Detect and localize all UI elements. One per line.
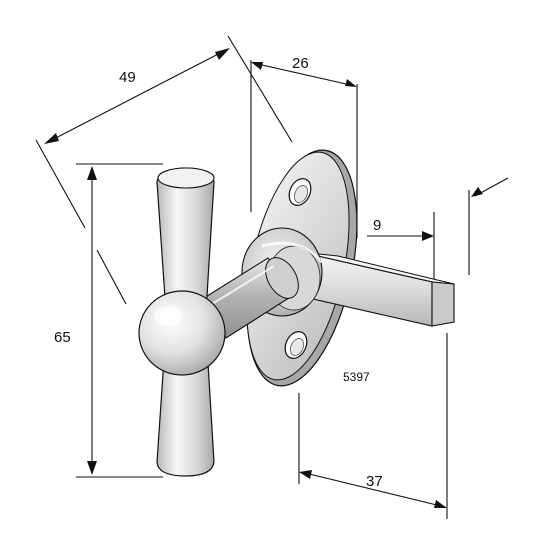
dim-line-37: [300, 471, 446, 508]
dimension-lines: [35, 35, 509, 519]
part-number-label: 5397: [343, 370, 370, 384]
arrow-49-left: [44, 133, 59, 144]
dim-line-26: [252, 62, 356, 87]
ext-line-handle-diag: [96, 249, 127, 305]
ext-line-49-right: [227, 35, 293, 143]
arrow-26-left: [251, 62, 263, 70]
t-handle: [138, 167, 226, 477]
arrow-49-right: [215, 48, 230, 60]
arrow-26-right: [345, 79, 357, 87]
handle-arm-top: [156, 167, 215, 313]
dimension-label-65: 65: [54, 329, 71, 346]
dimension-label-49: 49: [119, 69, 136, 86]
lever-bar: [299, 251, 455, 327]
arrow-37-right: [434, 500, 447, 508]
spindle-shaft: [203, 257, 299, 339]
dimension-label-9: 9: [373, 217, 381, 234]
handle-knob: [138, 290, 226, 376]
dimension-label-26: 26: [292, 55, 309, 72]
dim-line-49: [47, 49, 227, 143]
arrow-9-right: [471, 187, 483, 197]
arrow-9: [422, 231, 434, 241]
arrow-37-left: [299, 470, 312, 479]
ext-line-49-left: [35, 139, 86, 229]
arrow-65-bottom: [87, 461, 97, 475]
dimension-label-37: 37: [366, 473, 383, 490]
arrowheads: [44, 48, 483, 508]
arrow-65-top: [87, 166, 97, 180]
